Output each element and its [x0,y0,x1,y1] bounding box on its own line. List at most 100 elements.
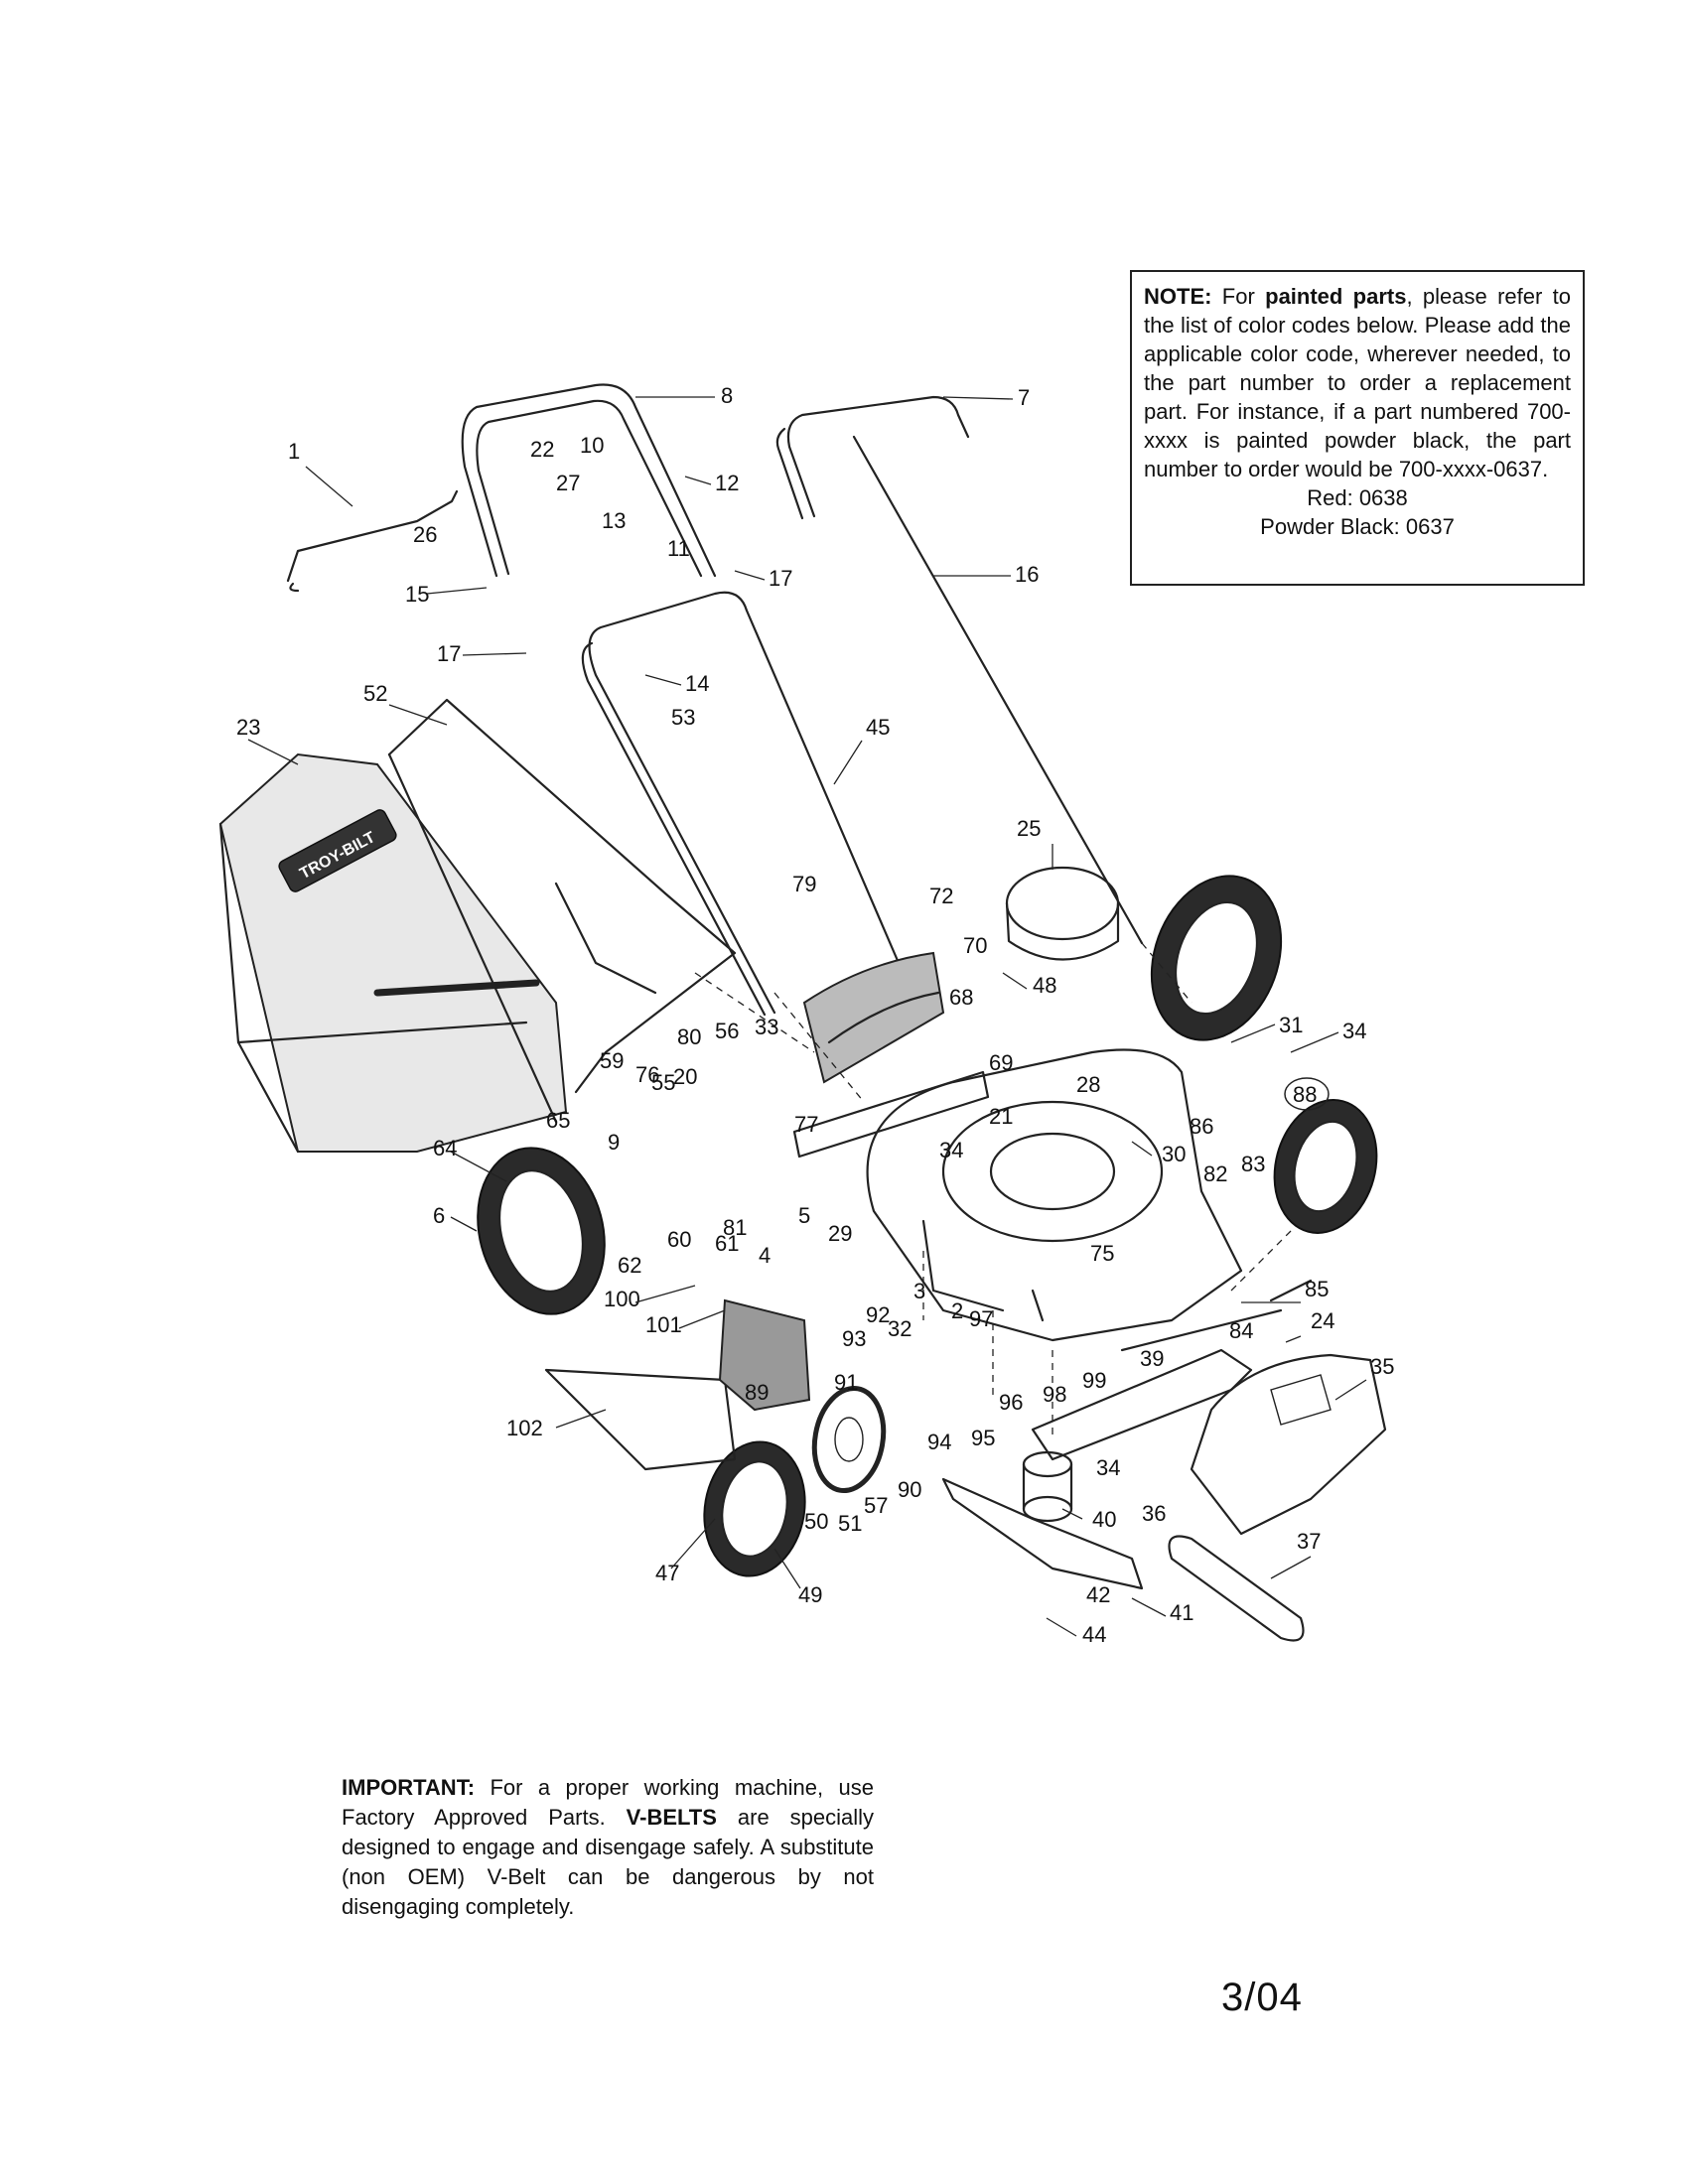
callout-85: 85 [1305,1277,1329,1301]
callout-47: 47 [655,1561,679,1585]
callout-41: 41 [1170,1600,1193,1625]
callout-100: 100 [604,1287,640,1311]
front-axle [1120,1308,1283,1352]
callout-11: 11 [667,536,690,561]
important-bold-vbelts: V-BELTS [626,1805,717,1830]
callout-82: 82 [1203,1161,1227,1186]
callout-77: 77 [794,1112,818,1137]
callout-30: 30 [1162,1142,1186,1166]
callout-52: 52 [363,681,387,706]
callout-101: 101 [645,1312,682,1337]
callout-5: 5 [798,1203,810,1228]
side-skirt [1190,1353,1387,1536]
callout-62: 62 [618,1253,641,1278]
callout-14: 14 [685,671,709,696]
callout-39: 39 [1140,1346,1164,1371]
callout-93: 93 [842,1326,866,1351]
callout-59: 59 [600,1048,624,1073]
callout-60: 60 [667,1227,691,1252]
callout-64: 64 [433,1136,457,1160]
callout-55: 55 [651,1070,675,1095]
wheel-rear-left [477,1147,606,1315]
callout-84: 84 [1229,1318,1253,1343]
wheel-rear-right [1150,875,1283,1041]
lower-handle [581,591,901,1017]
callout-17b: 17 [437,641,461,666]
callout-16: 16 [1015,562,1039,587]
callout-35: 35 [1370,1354,1394,1379]
callout-31: 31 [1279,1013,1303,1037]
callout-94: 94 [927,1430,951,1454]
callout-34b: 34 [939,1138,963,1162]
callout-99: 99 [1082,1368,1106,1393]
callout-7: 7 [1018,385,1030,410]
callout-labels: 1 2 3 4 5 6 7 8 9 10 11 12 13 14 15 16 1… [236,383,1394,1647]
callout-33: 33 [755,1015,778,1039]
control-cable [852,435,1144,945]
important-text-1: For a proper working machine, use Factor… [342,1775,874,1830]
color-code-red: Red: 0638 [1307,485,1408,510]
callout-96: 96 [999,1390,1023,1415]
callout-89: 89 [745,1380,769,1405]
callout-12: 12 [715,471,739,495]
callout-20: 20 [673,1064,697,1089]
note-bold-painted-parts: painted parts [1265,284,1407,309]
callout-61: 61 [715,1231,739,1256]
wheel-front-right [1273,1099,1378,1234]
callout-34: 34 [1342,1019,1366,1043]
callout-45: 45 [866,715,890,740]
callout-70: 70 [963,933,987,958]
rear-door [802,951,945,1084]
callout-68: 68 [949,985,973,1010]
callout-51: 51 [838,1511,862,1536]
callout-92: 92 [866,1302,890,1327]
callout-97: 97 [969,1306,993,1331]
bail-wire [286,489,459,593]
callout-29: 29 [828,1221,852,1246]
blade-adapter [1022,1450,1073,1523]
painted-parts-note: NOTE: For painted parts, please refer to… [1130,270,1585,586]
front-baffle [1031,1348,1253,1461]
callout-22: 22 [530,437,554,462]
callout-27: 27 [556,471,580,495]
note-label: NOTE: [1144,284,1212,309]
callout-36: 36 [1142,1501,1166,1526]
callout-49: 49 [798,1582,822,1607]
side-discharge-chute [544,1298,811,1471]
upper-handle [461,383,717,578]
note-text-1: For [1211,284,1266,309]
page-date: 3/04 [1221,1976,1303,2019]
callout-91: 91 [834,1370,858,1395]
callout-57: 57 [864,1493,888,1518]
leader-lines [247,396,1367,1637]
callout-79: 79 [792,872,816,896]
callout-80: 80 [677,1024,701,1049]
important-label: IMPORTANT: [342,1775,476,1800]
callout-37: 37 [1297,1529,1321,1554]
callout-42: 42 [1086,1582,1110,1607]
callout-50: 50 [804,1509,828,1534]
callout-15: 15 [405,582,429,607]
callout-53: 53 [671,705,695,730]
bag-frame [387,698,737,1124]
callout-90: 90 [898,1477,921,1502]
callout-25: 25 [1017,816,1041,841]
pulley-guard [1005,866,1120,961]
important-text-2: are specially designed to engage and dis… [342,1805,875,1919]
callout-6: 6 [433,1203,445,1228]
callout-17: 17 [769,566,792,591]
callout-10: 10 [580,433,604,458]
callout-95: 95 [971,1426,995,1450]
callout-21: 21 [989,1104,1013,1129]
callout-1: 1 [288,439,300,464]
callout-32: 32 [888,1316,912,1341]
callout-9: 9 [608,1130,620,1155]
callout-40: 40 [1092,1507,1116,1532]
callout-26: 26 [413,522,437,547]
svg-text:88: 88 [1293,1082,1317,1107]
callout-81: 81 [723,1215,747,1240]
callout-48: 48 [1033,973,1056,998]
transmission-rod [1269,1279,1313,1302]
callout-86: 86 [1190,1114,1213,1139]
